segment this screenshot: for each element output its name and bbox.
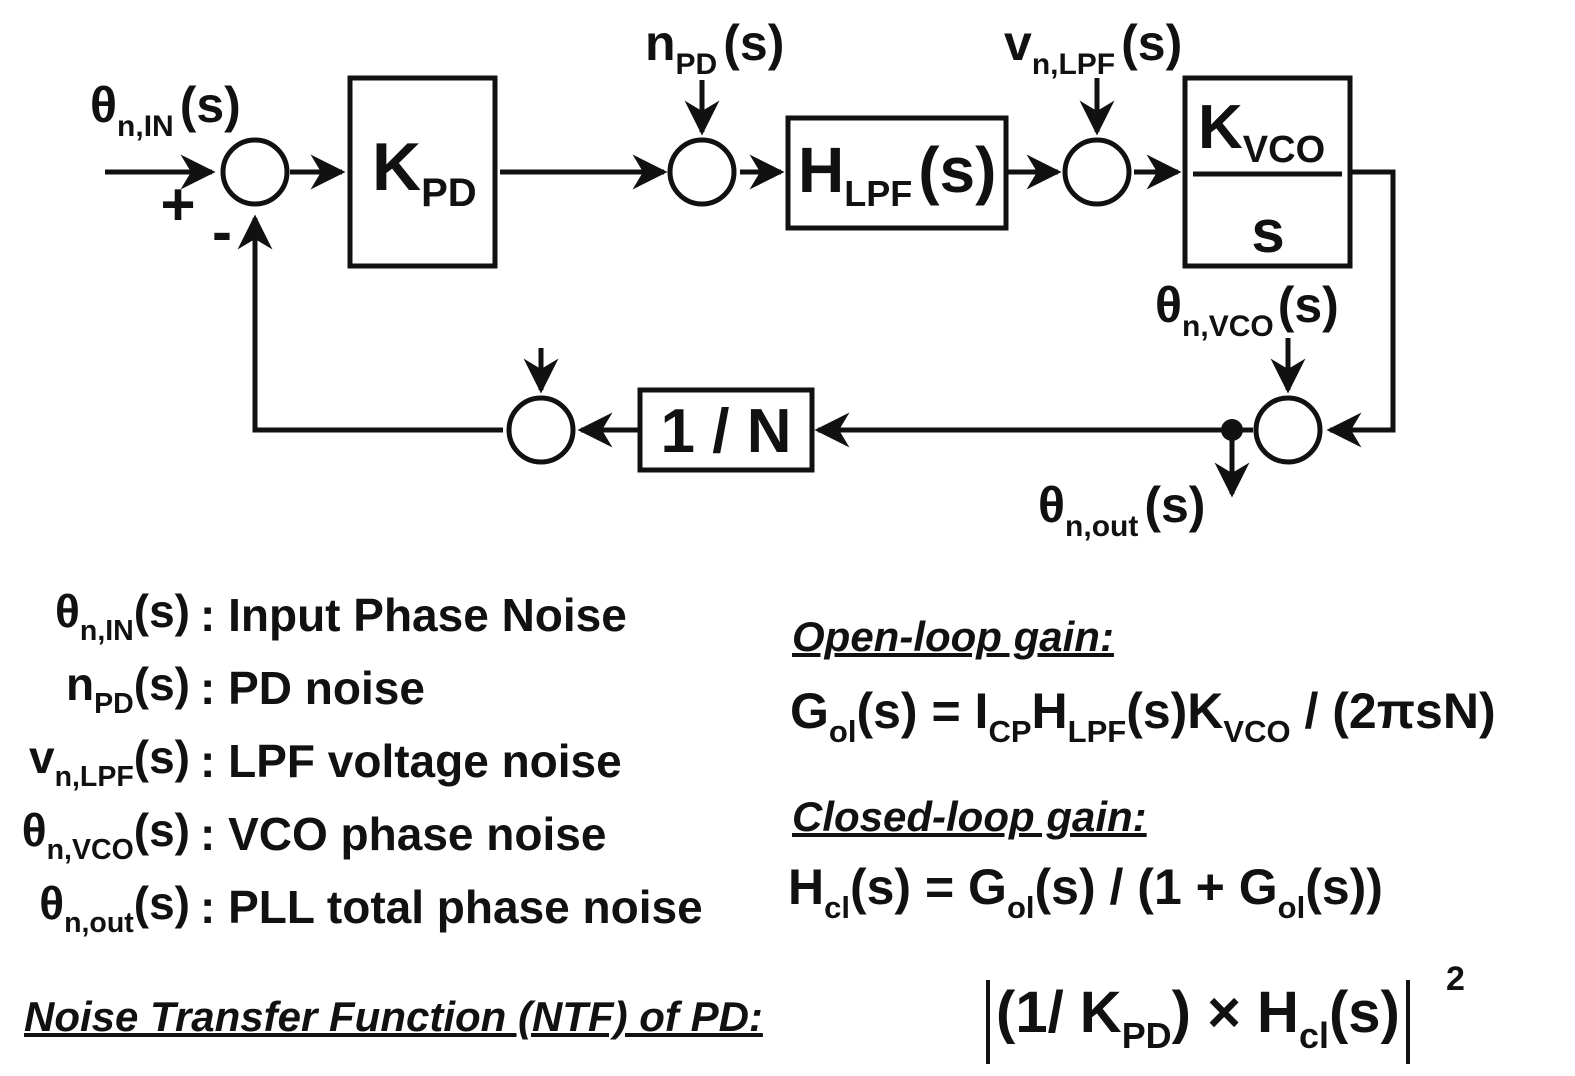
hlpf-label: HLPF(s) [798, 134, 996, 214]
input-minus-sign: - [212, 198, 232, 265]
theta-vco-label: θn,VCO(s) [1155, 277, 1339, 343]
legend-description: : PD noise [200, 662, 425, 714]
theta-in-label: θn,IN(s) [90, 77, 241, 143]
wire-feedback-sum1 [237, 214, 503, 433]
legend-symbol: θn,out(s) [39, 877, 190, 939]
summer-input [220, 137, 290, 207]
ntf-equation: (1/ KPD) × Hcl(s) [986, 980, 1410, 1064]
legend-description: : VCO phase noise [200, 808, 607, 860]
legend-item: θn,IN(s) : Input Phase Noise [0, 584, 760, 654]
legend-item: vn,LPF(s) : LPF voltage noise [0, 730, 760, 800]
wire-kvco-sum4 [1326, 169, 1396, 448]
legend-symbol: vn,LPF(s) [28, 731, 190, 793]
output-node-dot [1221, 419, 1243, 441]
closed-loop-heading: Closed-loop gain: [792, 793, 1147, 840]
legend-description: : Input Phase Noise [200, 589, 627, 641]
legend-symbol: θn,VCO(s) [21, 804, 190, 866]
ntf-exponent: 2 [1446, 960, 1465, 998]
kpd-block [347, 75, 498, 269]
legend-item: nPD(s) : PD noise [0, 657, 760, 727]
closed-loop-equation: Hcl(s) = Gol(s) / (1 + Gol(s)) [788, 859, 1383, 925]
summer-pd-noise [667, 137, 737, 207]
legend-description: : LPF voltage noise [200, 735, 622, 787]
hlpf-block [785, 115, 1009, 231]
legend-description: : PLL total phase noise [200, 881, 703, 933]
kpd-label: KPD [372, 129, 477, 215]
open-loop-equation: Gol(s) = ICPHLPF(s)KVCO / (2πsN) [790, 683, 1496, 749]
legend-item: θn,VCO(s) : VCO phase noise [0, 803, 760, 873]
vlpf-label: vn,LPF(s) [1004, 15, 1182, 81]
theta-out-label: θn,out(s) [1038, 477, 1205, 543]
kvco-numerator: KVCO [1198, 93, 1325, 171]
summer-vco-noise [1253, 395, 1323, 465]
input-plus-sign: + [160, 171, 195, 238]
kvco-block [1182, 75, 1353, 269]
divider-block [637, 387, 815, 473]
open-loop-heading: Open-loop gain: [792, 613, 1114, 660]
summer-lpf-noise [1062, 137, 1132, 207]
kvco-denominator: s [1251, 198, 1284, 265]
divider-label: 1 / N [661, 397, 792, 466]
ntf-heading: Noise Transfer Function (NTF) of PD: [24, 993, 763, 1040]
legend-symbol: nPD(s) [66, 658, 190, 720]
legend-symbol: θn,IN(s) [55, 585, 190, 647]
summer-divider-noise [506, 395, 576, 465]
npd-label: nPD(s) [645, 15, 784, 81]
pll-block-diagram: + - KPD HLPF(s) KVCO s 1 / N θn,IN(s) nP… [90, 15, 1396, 543]
legend-item: θn,out(s) : PLL total phase noise [0, 876, 760, 946]
